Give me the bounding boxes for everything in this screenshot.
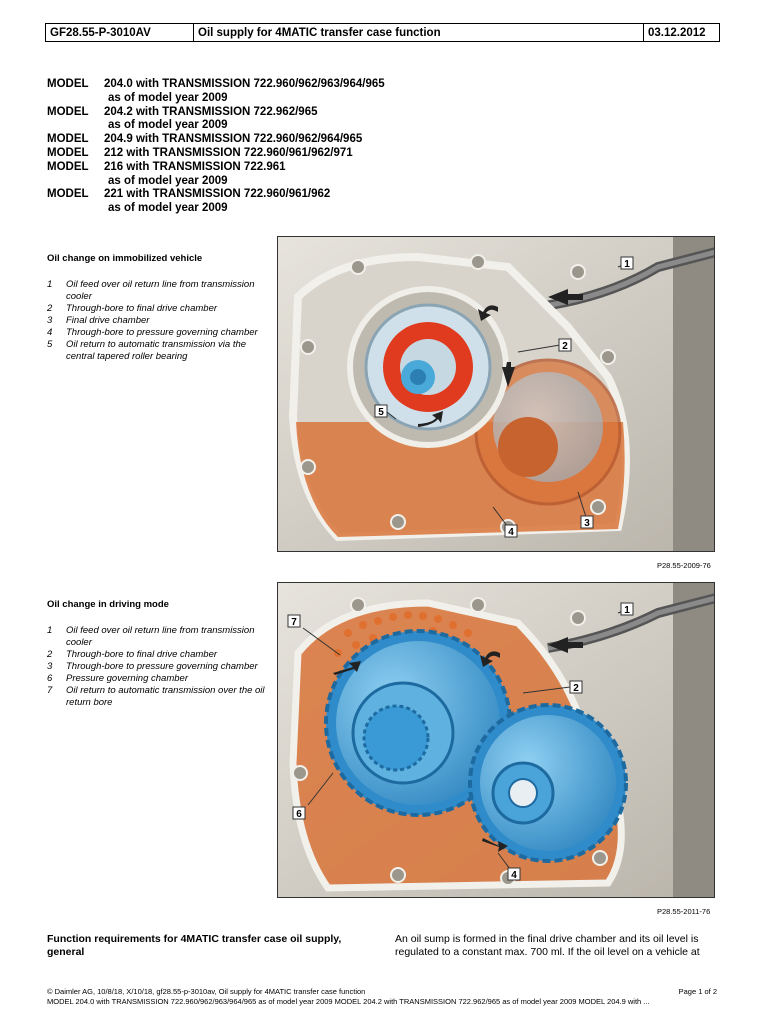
page-footer: © Daimler AG, 10/8/18, X/10/18, gf28.55-…: [47, 987, 717, 1006]
function-requirements-heading: Function requirements for 4MATIC transfe…: [47, 933, 342, 958]
footer-copyright: © Daimler AG, 10/8/18, X/10/18, gf28.55-…: [47, 987, 366, 996]
callout-label: 2: [562, 341, 568, 352]
callout-label: 6: [296, 809, 302, 820]
model-key: MODEL: [47, 133, 89, 146]
function-requirements-text: An oil sump is formed in the final drive…: [395, 933, 700, 958]
legend-item: 2 Through-bore to final drive chamber: [47, 649, 267, 661]
transfer-case-illustration-1: 1 2 3 4 5: [278, 237, 714, 551]
legend-item: 2 Through-bore to final drive chamber: [47, 303, 267, 315]
model-sub: as of model year 2009: [108, 174, 228, 187]
legend-item: 1 Oil feed over oil return line from tran…: [47, 625, 267, 649]
section2-legend: 1 Oil feed over oil return line from tran…: [47, 625, 267, 709]
callout-group-2: 1 2 4 6 7: [287, 602, 634, 881]
legend-text: Through-bore to final drive chamber: [66, 649, 218, 660]
model-row: MODEL 204.9 with TRANSMISSION 722.960/962…: [47, 133, 385, 147]
document-date: 03.12.2012: [648, 27, 706, 39]
callout-label: 4: [511, 870, 517, 881]
legend-item: 7 Oil return to automatic transmission ov…: [47, 685, 267, 709]
model-sub: as of model year 2009: [108, 91, 228, 104]
model-key: MODEL: [47, 105, 89, 118]
section1-legend: 1 Oil feed over oil return line from tran…: [47, 279, 267, 363]
transfer-case-illustration-2: 1 2 4 6 7: [278, 583, 714, 897]
model-row: MODEL 204.2 with TRANSMISSION 722.962/965: [47, 106, 385, 120]
model-text: 204.2 with TRANSMISSION 722.962/965: [104, 105, 318, 118]
model-row: MODEL 221 with TRANSMISSION 722.960/961/9…: [47, 188, 385, 202]
footer-page-number: Page 1 of 2: [678, 987, 717, 996]
legend-item: 4 Through-bore to pressure governing cham…: [47, 327, 267, 339]
legend-text: Oil feed over oil return line from trans…: [66, 625, 255, 648]
legend-text: Through-bore to final drive chamber: [66, 303, 218, 314]
legend-item: 3 Final drive chamber: [47, 315, 267, 327]
callout-group-1: 1 2 3 4 5: [374, 256, 634, 538]
legend-num: 2: [47, 303, 53, 314]
model-sub: as of model year 2009: [108, 119, 228, 132]
model-key: MODEL: [47, 78, 89, 90]
legend-text: Oil return to automatic transmission ove…: [66, 685, 265, 708]
section1-title: Oil change on immobilized vehicle: [47, 253, 203, 264]
model-text: 204.9 with TRANSMISSION 722.960/962/964/…: [104, 133, 363, 146]
document-id: GF28.55-P-3010AV: [46, 24, 194, 41]
model-row: MODEL 216 with TRANSMISSION 722.961: [47, 161, 385, 175]
legend-text: Through-bore to pressure governing chamb…: [66, 661, 258, 672]
legend-num: 1: [47, 625, 53, 636]
document-title: Oil supply for 4MATIC transfer case func…: [194, 24, 644, 41]
model-text: 204.0 with TRANSMISSION 722.960/962/963/…: [104, 78, 385, 90]
legend-text: Pressure governing chamber: [66, 673, 188, 684]
legend-text: Oil return to automatic transmission via…: [66, 339, 247, 362]
callout-label: 2: [573, 683, 579, 694]
model-list: MODEL 204.0 with TRANSMISSION 722.960/962…: [47, 78, 385, 216]
model-text: 212 with TRANSMISSION 722.960/961/962/97…: [104, 146, 353, 159]
legend-num: 1: [47, 279, 53, 290]
model-row: MODEL 204.0 with TRANSMISSION 722.960/962…: [47, 78, 385, 92]
legend-num: 7: [47, 685, 53, 696]
legend-num: 2: [47, 649, 53, 660]
legend-item: 5 Oil return to automatic transmission vi…: [47, 339, 267, 363]
callout-label: 4: [508, 527, 514, 538]
legend-num: 6: [47, 673, 53, 684]
legend-num: 5: [47, 339, 53, 350]
model-sub: as of model year 2009: [108, 202, 228, 215]
callout-label: 1: [624, 259, 630, 270]
model-text: 221 with TRANSMISSION 722.960/961/962: [104, 188, 331, 201]
legend-item: 3 Through-bore to pressure governing cham…: [47, 661, 267, 673]
legend-text: Final drive chamber: [66, 315, 150, 326]
model-key: MODEL: [47, 146, 89, 159]
figure-ref-1: P28.55-2009-76: [657, 561, 711, 570]
callout-label: 7: [291, 617, 297, 628]
legend-item: 6 Pressure governing chamber: [47, 673, 267, 685]
footer-models: MODEL 204.0 with TRANSMISSION 722.960/96…: [47, 996, 650, 1006]
legend-num: 3: [47, 315, 53, 326]
model-text: 216 with TRANSMISSION 722.961: [104, 160, 286, 173]
legend-item: 1 Oil feed over oil return line from tran…: [47, 279, 267, 303]
figure-ref-2: P28.55-2011-76: [657, 907, 711, 916]
legend-text: Through-bore to pressure governing chamb…: [66, 327, 258, 338]
model-row: MODEL 212 with TRANSMISSION 722.960/961/9…: [47, 147, 385, 161]
legend-num: 3: [47, 661, 53, 672]
legend-num: 4: [47, 327, 53, 338]
model-key: MODEL: [47, 160, 89, 173]
callout-label: 5: [378, 407, 384, 418]
figure-driving-mode: 1 2 4 6 7: [277, 582, 715, 898]
figure-immobilized: 1 2 3 4 5: [277, 236, 715, 552]
document-header: GF28.55-P-3010AV Oil supply for 4MATIC t…: [45, 23, 720, 42]
model-key: MODEL: [47, 188, 89, 201]
callout-label: 1: [624, 605, 630, 616]
callout-label: 3: [584, 518, 590, 529]
section2-title: Oil change in driving mode: [47, 599, 169, 610]
legend-text: Oil feed over oil return line from trans…: [66, 279, 255, 302]
